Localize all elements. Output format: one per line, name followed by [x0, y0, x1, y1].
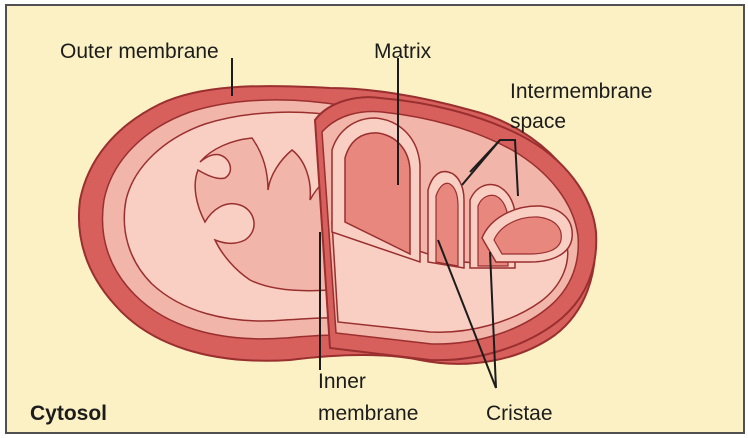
inner-membrane-label-line2: membrane	[318, 402, 418, 425]
intermembrane-label-line2: space	[510, 110, 566, 133]
cristae-label: Cristae	[486, 402, 553, 425]
inner-membrane-label-line1: Inner	[318, 370, 366, 393]
matrix-label: Matrix	[374, 40, 432, 63]
cytosol-label: Cytosol	[30, 402, 107, 425]
intermembrane-label-line1: Intermembrane	[510, 80, 652, 103]
outer-membrane-label: Outer membrane	[60, 40, 219, 63]
